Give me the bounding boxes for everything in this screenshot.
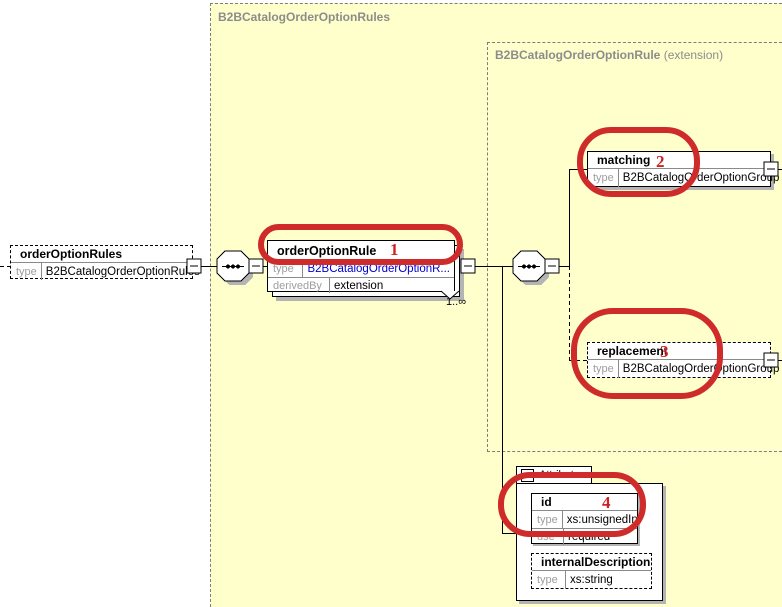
region-inner-label-main: B2BCatalogOrderOptionRule	[495, 48, 661, 62]
element-orderoptionrule[interactable]: orderOptionRule type B2BCatalogOrderOpti…	[267, 240, 455, 293]
annotation-number-2: 2	[656, 152, 665, 171]
annotation-circle-4	[498, 472, 646, 537]
property-label-type: type	[532, 511, 563, 528]
annotation-number-4: 4	[602, 493, 611, 512]
annotation-number-3: 3	[660, 342, 669, 361]
element-orderoptionrule-title: orderOptionRule	[277, 243, 377, 258]
occurrence-indicator: 1..∞	[446, 296, 467, 308]
property-label-type: type	[11, 263, 42, 280]
property-value-derivedby: extension	[334, 279, 384, 292]
property-label-derivedby: derivedBy	[268, 278, 330, 293]
element-replacement[interactable]: replacement type B2BCatalogOrderOptionGr…	[587, 342, 779, 378]
annotation-circle-3	[571, 308, 723, 399]
attribute-id-title: id	[541, 495, 552, 509]
property-value-type: B2BCatalogOrderOptionGroup	[622, 172, 780, 184]
element-orderoptionrules-title: orderOptionRules	[20, 247, 123, 261]
property-value-type: xs:string	[570, 574, 613, 586]
region-outer-label: B2BCatalogOrderOptionRules	[218, 10, 391, 24]
region-inner-label: B2BCatalogOrderOptionRule (extension)	[495, 48, 724, 62]
attribute-internaldescription[interactable]: internalDescription type xs:string	[531, 553, 652, 589]
property-label-type: type	[532, 571, 566, 589]
property-value-type: B2BCatalogOrderOptionRules	[45, 265, 200, 278]
property-label-type: type	[268, 261, 304, 277]
element-replacement-title: replacement	[597, 344, 668, 358]
annotation-circle-2	[577, 127, 700, 197]
region-b2bcatalogorderoptionrule-extension	[487, 42, 782, 452]
annotation-circle-1	[258, 224, 463, 265]
type-link-b2bcatalogorderoptionrule[interactable]: B2BCatalogOrderOptionR...	[307, 263, 450, 275]
element-orderoptionrules[interactable]: orderOptionRules type B2BCatalogOrderOpt…	[10, 245, 200, 280]
annotation-number-1: 1	[390, 240, 399, 259]
attribute-internaldescription-title: internalDescription	[541, 555, 651, 569]
